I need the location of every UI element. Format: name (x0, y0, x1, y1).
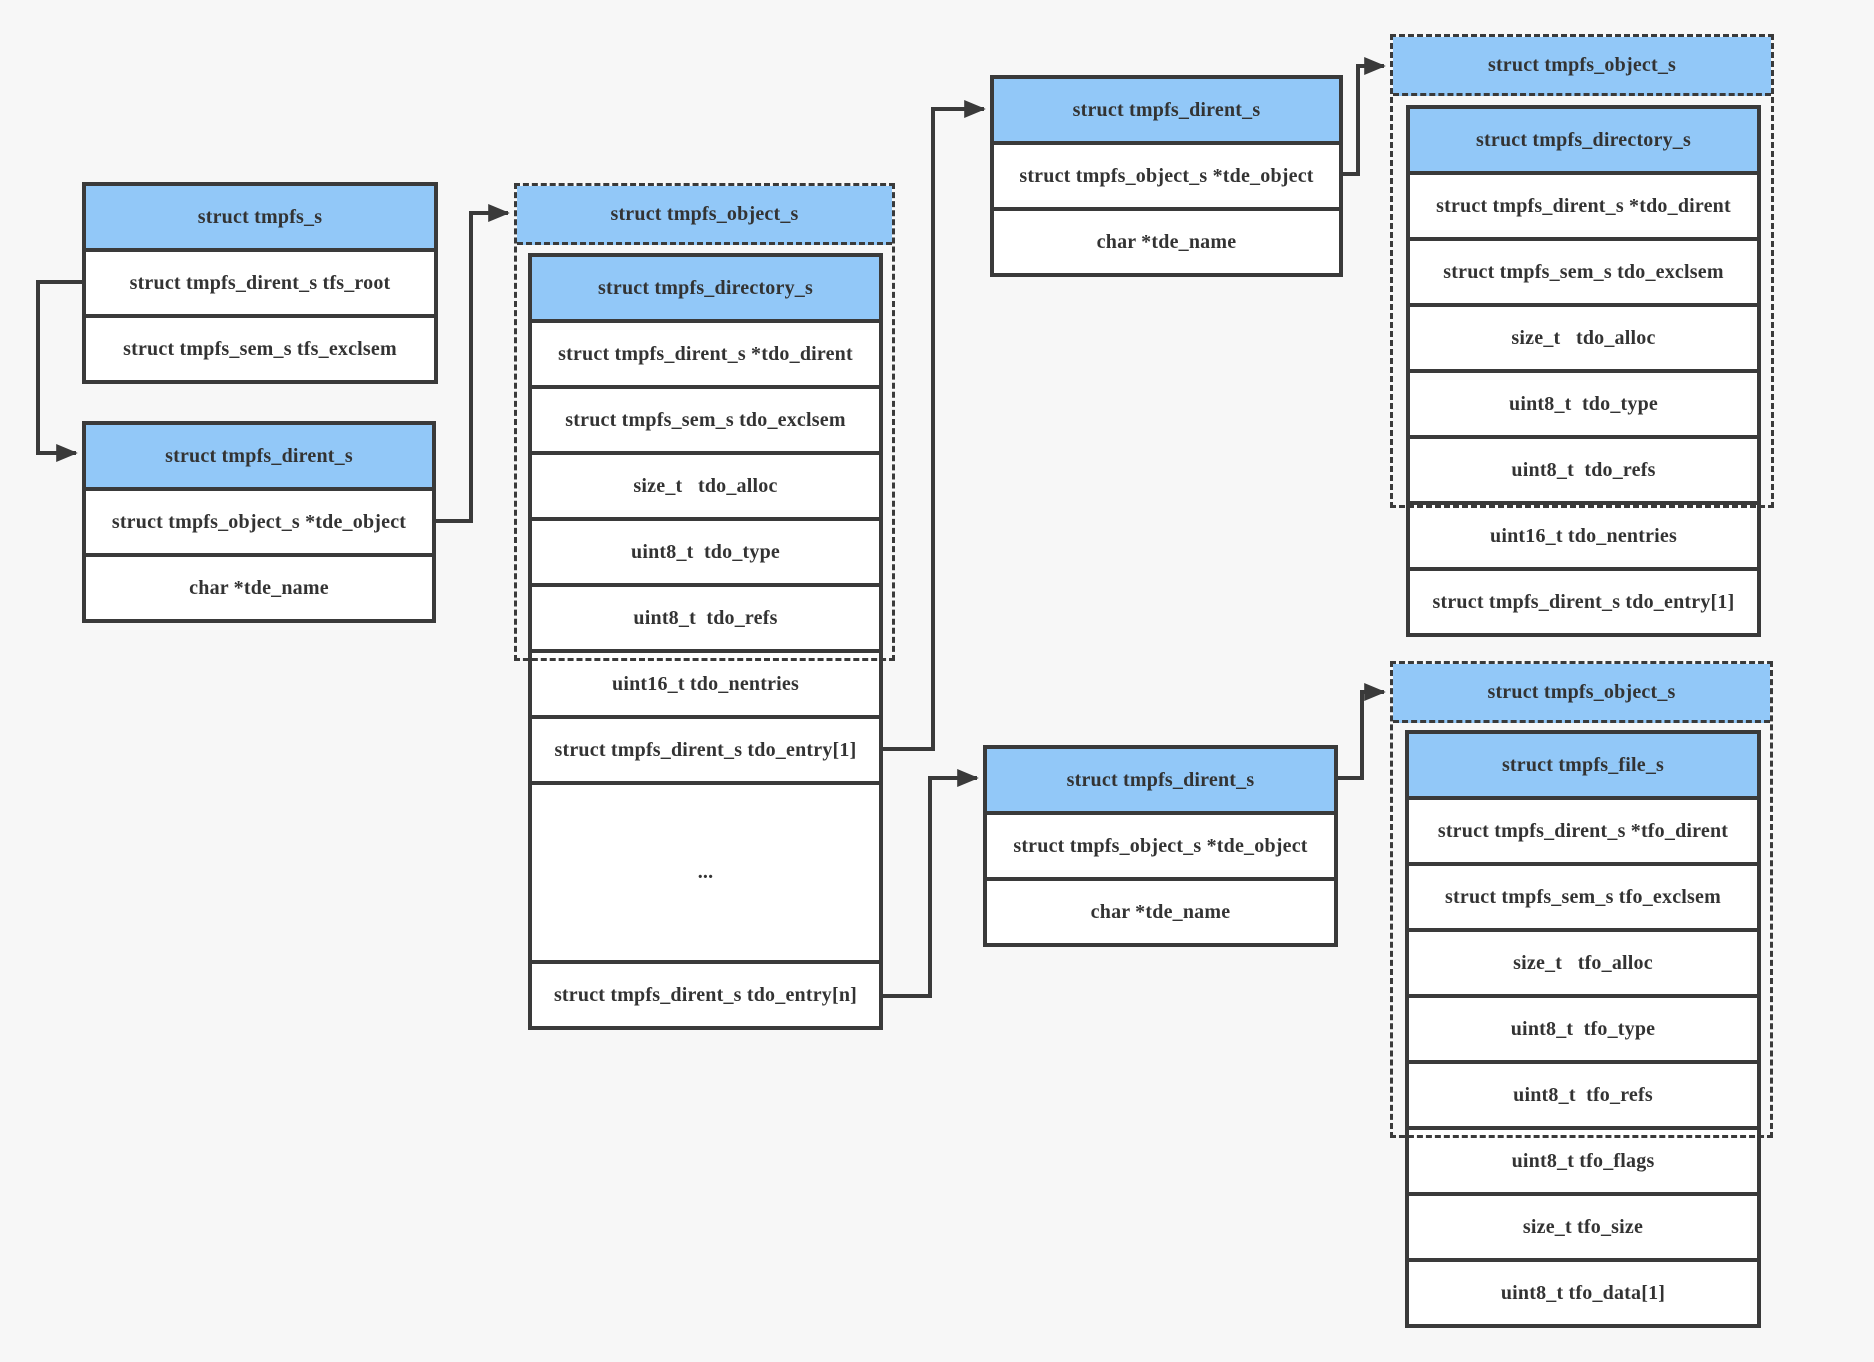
field-tdo-alloc: size_t tdo_alloc (532, 451, 879, 517)
struct-tmpfs-directory-subdir-box: struct tmpfs_directory_s struct tmpfs_di… (1406, 105, 1761, 637)
struct-tmpfs-dirent-root-box: struct tmpfs_dirent_s struct tmpfs_objec… (82, 421, 436, 623)
field-tdo-dirent: struct tmpfs_dirent_s *tdo_dirent (532, 319, 879, 385)
field-subdir-tdo-type: uint8_t tdo_type (1410, 369, 1757, 435)
field-subdir-tdo-alloc: size_t tdo_alloc (1410, 303, 1757, 369)
struct-tmpfs-dirent-root-header: struct tmpfs_dirent_s (86, 425, 432, 487)
field-tdo-entry-1: struct tmpfs_dirent_s tdo_entry[1] (532, 715, 879, 781)
field-tfo-exclsem: struct tmpfs_sem_s tfo_exclsem (1409, 862, 1757, 928)
struct-tmpfs-dirent-entry1-header: struct tmpfs_dirent_s (994, 79, 1339, 141)
struct-tmpfs-dirent-entry1-box: struct tmpfs_dirent_s struct tmpfs_objec… (990, 75, 1343, 277)
arrow-tde-object-to-object-subdir (1335, 57, 1386, 176)
struct-tmpfs-s-header: struct tmpfs_s (86, 186, 434, 248)
field-tde-name: char *tde_name (86, 553, 432, 619)
field-subdir-tdo-refs: uint8_t tdo_refs (1410, 435, 1757, 501)
field-tdo-type: uint8_t tdo_type (532, 517, 879, 583)
field-tde-object-entryn: struct tmpfs_object_s *tde_object (987, 811, 1334, 877)
struct-tmpfs-dirent-entryn-box: struct tmpfs_dirent_s struct tmpfs_objec… (983, 745, 1338, 947)
field-tde-name-entry1: char *tde_name (994, 207, 1339, 273)
field-tde-name-entryn: char *tde_name (987, 877, 1334, 943)
field-tfo-alloc: size_t tfo_alloc (1409, 928, 1757, 994)
field-tdo-refs: uint8_t tdo_refs (532, 583, 879, 649)
field-tfo-size: size_t tfo_size (1409, 1192, 1757, 1258)
arrow-tde-object-to-object-file (1330, 683, 1386, 780)
field-tde-object: struct tmpfs_object_s *tde_object (86, 487, 432, 553)
field-tfs-exclsem: struct tmpfs_sem_s tfs_exclsem (86, 314, 434, 380)
field-tfo-type: uint8_t tfo_type (1409, 994, 1757, 1060)
field-tdo-nentries: uint16_t tdo_nentries (532, 649, 879, 715)
arrow-tfs-root-to-dirent (36, 280, 82, 462)
field-tfo-flags: uint8_t tfo_flags (1409, 1126, 1757, 1192)
struct-tmpfs-directory-root-header: struct tmpfs_directory_s (532, 257, 879, 319)
field-tdo-entry-ellipsis: ... (532, 781, 879, 960)
field-subdir-tdo-dirent: struct tmpfs_dirent_s *tdo_dirent (1410, 171, 1757, 237)
struct-tmpfs-file-box: struct tmpfs_file_s struct tmpfs_dirent_… (1405, 730, 1761, 1328)
struct-tmpfs-dirent-entryn-header: struct tmpfs_dirent_s (987, 749, 1334, 811)
struct-tmpfs-directory-root-box: struct tmpfs_directory_s struct tmpfs_di… (528, 253, 883, 1030)
struct-tmpfs-file-header: struct tmpfs_file_s (1409, 734, 1757, 796)
field-subdir-tdo-exclsem: struct tmpfs_sem_s tdo_exclsem (1410, 237, 1757, 303)
field-subdir-tdo-entry-1: struct tmpfs_dirent_s tdo_entry[1] (1410, 567, 1757, 633)
field-tdo-entry-n: struct tmpfs_dirent_s tdo_entry[n] (532, 960, 879, 1026)
field-tfs-root: struct tmpfs_dirent_s tfs_root (86, 248, 434, 314)
arrow-tde-object-to-object-root (428, 204, 510, 523)
struct-tmpfs-directory-subdir-header: struct tmpfs_directory_s (1410, 109, 1757, 171)
struct-tmpfs-s-box: struct tmpfs_s struct tmpfs_dirent_s tfs… (82, 182, 438, 384)
arrow-tdo-entry1-to-dirent (875, 100, 986, 751)
field-tdo-exclsem: struct tmpfs_sem_s tdo_exclsem (532, 385, 879, 451)
field-tfo-refs: uint8_t tfo_refs (1409, 1060, 1757, 1126)
field-subdir-tdo-nentries: uint16_t tdo_nentries (1410, 501, 1757, 567)
field-tde-object-entry1: struct tmpfs_object_s *tde_object (994, 141, 1339, 207)
field-tfo-data-1: uint8_t tfo_data[1] (1409, 1258, 1757, 1324)
field-tfo-dirent: struct tmpfs_dirent_s *tfo_dirent (1409, 796, 1757, 862)
arrow-tdo-entryn-to-dirent (875, 769, 979, 998)
